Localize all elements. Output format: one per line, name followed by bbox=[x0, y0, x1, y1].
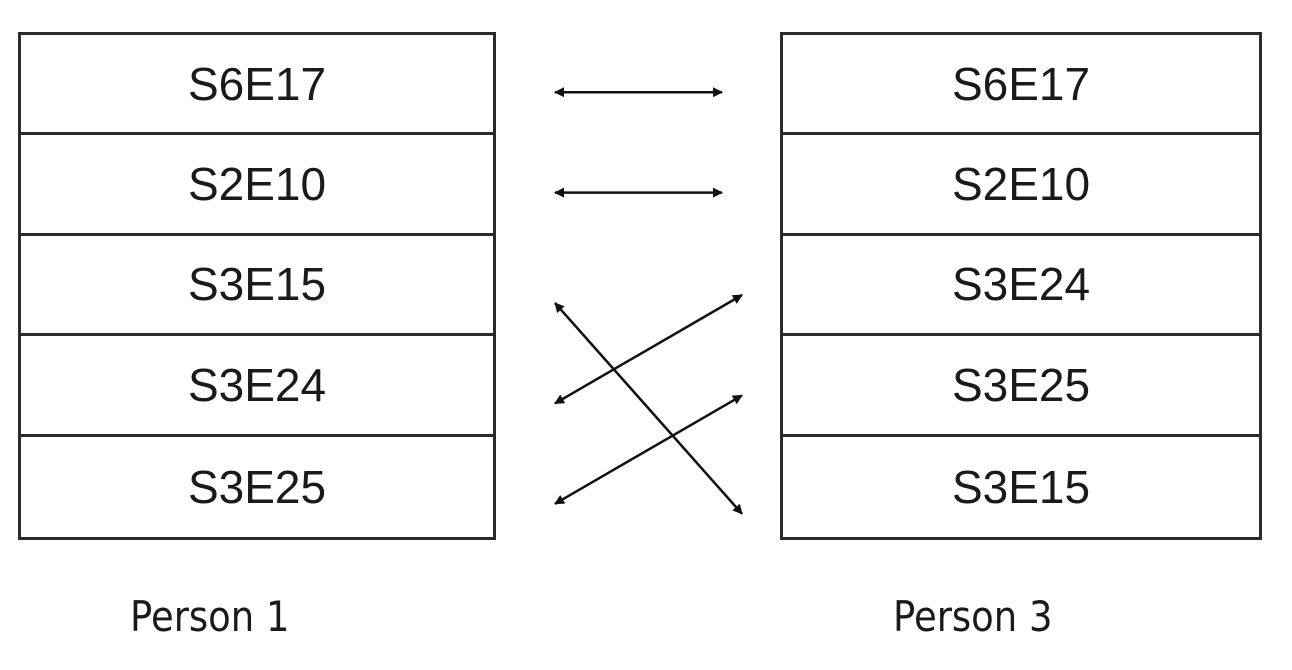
person-3-item: S3E24 bbox=[783, 236, 1259, 337]
person-3-item: S3E15 bbox=[951, 460, 1091, 513]
person-3-list: S6E17 S2E10 S3E24 S3E25 S3E15 bbox=[780, 32, 1262, 540]
person-1-list: S6E17 S2E10 S3E15 S3E24 S3E25 bbox=[18, 32, 496, 540]
person-1-item: S6E17 bbox=[21, 35, 493, 136]
person-3-item: S3E25 bbox=[783, 336, 1259, 437]
person-1-caption: Person 1 bbox=[130, 592, 290, 641]
match-arrow bbox=[554, 394, 743, 505]
person-3-caption: Person 3 bbox=[893, 592, 1053, 641]
person-3-item: S6E17 bbox=[783, 35, 1259, 136]
person-3-item: S2E10 bbox=[783, 135, 1259, 236]
person-1-item: S2E10 bbox=[21, 135, 493, 236]
person-1-item: S3E15 bbox=[21, 236, 493, 337]
match-arrow bbox=[554, 302, 743, 515]
match-arrow bbox=[554, 293, 743, 405]
person-1-item: S3E24 bbox=[21, 336, 493, 437]
person-1-item: S3E25 bbox=[187, 460, 327, 513]
